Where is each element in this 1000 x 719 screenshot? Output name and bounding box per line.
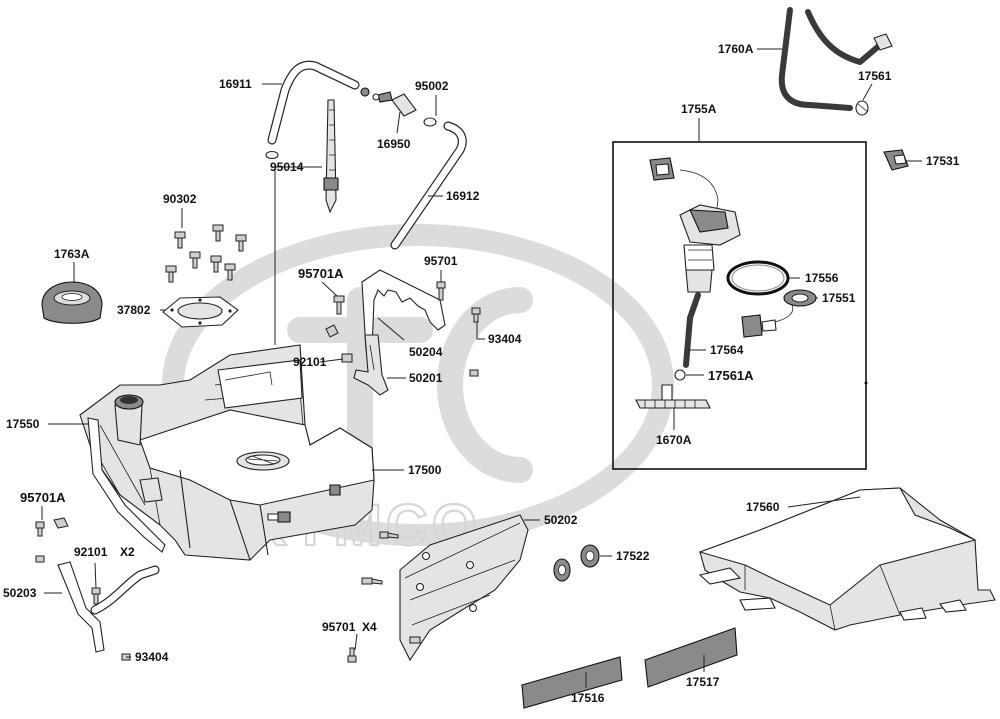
leader-lines	[41, 48, 922, 688]
fuel-hose-1760A	[778, 7, 893, 116]
label-16950: 16950	[377, 137, 411, 151]
label-95701-bottom: 95701	[322, 620, 356, 634]
label-17531: 17531	[926, 154, 960, 168]
box-marker	[864, 381, 868, 385]
label-92101-qty: X2	[120, 545, 135, 559]
label-37802: 37802	[117, 303, 151, 317]
label-95701-qty: X4	[362, 620, 377, 634]
label-17561A: 17561A	[708, 368, 754, 383]
label-90302: 90302	[163, 192, 197, 206]
seals-17522	[553, 544, 600, 582]
label-16911: 16911	[219, 77, 252, 91]
fuel-filter-16950	[360, 87, 417, 117]
label-95701A-top: 95701A	[298, 266, 344, 281]
label-92101-left: 92101	[74, 545, 108, 559]
fasteners	[35, 281, 481, 663]
screws-90302	[165, 224, 247, 283]
label-17517: 17517	[686, 675, 720, 689]
label-93404-top: 93404	[488, 332, 522, 346]
label-17556: 17556	[805, 271, 839, 285]
label-16912: 16912	[446, 189, 480, 203]
heat-shield-50202	[399, 514, 529, 662]
bracket-50204	[361, 269, 446, 351]
label-17564: 17564	[710, 343, 744, 357]
label-1760A: 1760A	[718, 42, 754, 56]
label-17500: 17500	[408, 463, 442, 477]
label-95002: 95002	[415, 79, 449, 93]
fuel-cap-1763A	[41, 281, 103, 324]
tank-guard-17550	[87, 417, 166, 553]
label-17551: 17551	[822, 291, 856, 305]
fuel-pump-assembly-box-1755A	[612, 141, 867, 470]
label-17560: 17560	[746, 500, 780, 514]
breather-hose-16911	[267, 60, 360, 145]
label-1755A: 1755A	[681, 102, 717, 116]
label-95701A-left: 95701A	[20, 490, 66, 505]
part-labels: 16911 95002 95014 16950 16912 90302 1763…	[3, 42, 960, 705]
foam-pad-17517	[644, 627, 738, 688]
label-95701-top: 95701	[424, 254, 458, 268]
connector-17531	[883, 149, 909, 171]
label-50204: 50204	[409, 345, 443, 359]
label-17516: 17516	[571, 691, 605, 705]
gasket-37802	[162, 296, 239, 328]
label-93404-bottom: 93404	[135, 650, 169, 664]
fuel-tank-17500	[79, 344, 375, 561]
bracket-50201	[353, 334, 389, 396]
label-17561: 17561	[858, 69, 892, 83]
label-1763A: 1763A	[54, 247, 90, 261]
label-50201: 50201	[409, 371, 443, 385]
strap-95014	[323, 99, 339, 214]
label-50202: 50202	[544, 513, 578, 527]
foam-pad-17516	[521, 656, 623, 709]
clip-95002	[423, 117, 437, 127]
cover-panel-17560	[698, 487, 996, 631]
label-1670A: 1670A	[656, 433, 692, 447]
label-17522: 17522	[616, 549, 650, 563]
breather-hose-16912	[390, 121, 467, 250]
bracket-50203	[57, 561, 160, 653]
washer-16911	[265, 150, 279, 160]
label-95014: 95014	[270, 160, 304, 174]
label-92101-top: 92101	[293, 355, 327, 369]
label-50203: 50203	[3, 586, 37, 600]
label-17550: 17550	[6, 417, 40, 431]
